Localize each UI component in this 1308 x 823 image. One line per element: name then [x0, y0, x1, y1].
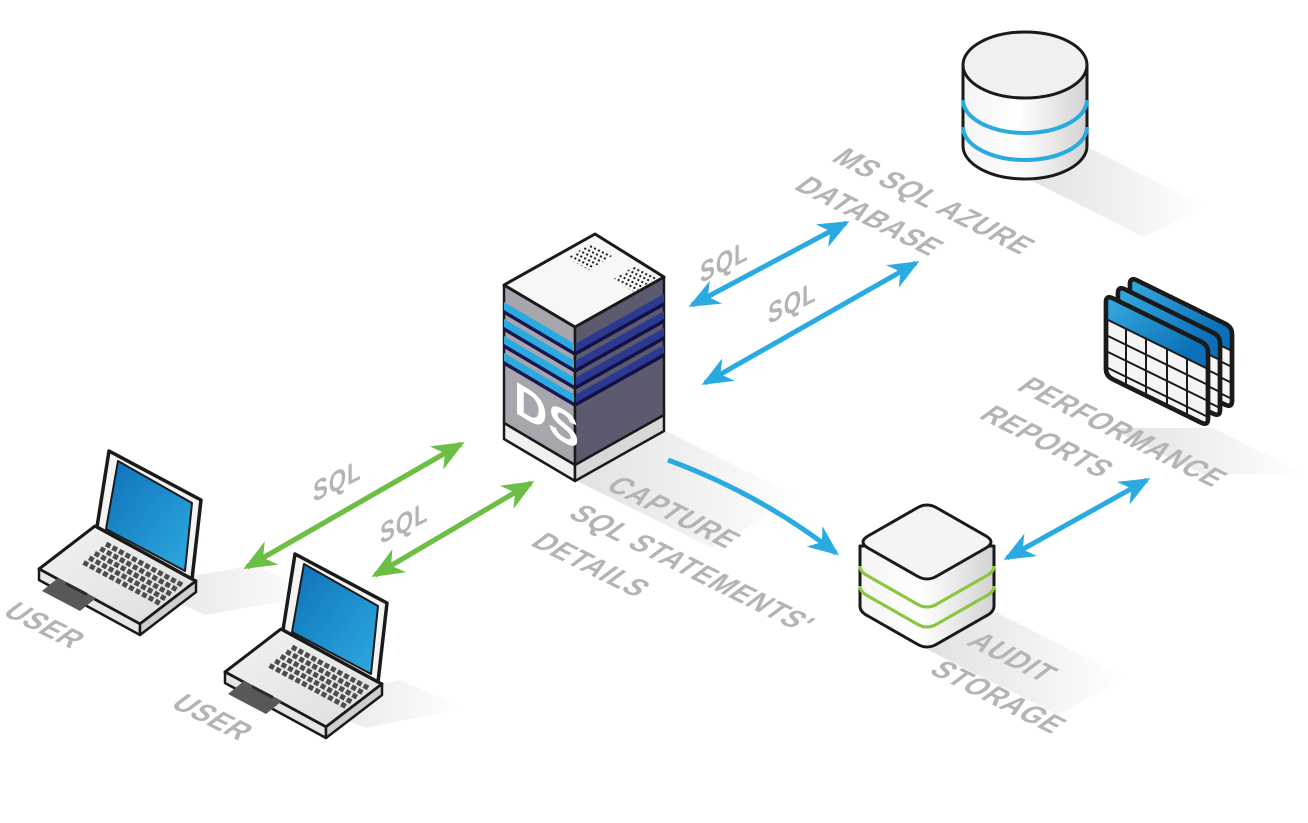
- audit-storage: [858, 503, 996, 649]
- arrow-user2-ds: [371, 480, 535, 578]
- connections: [243, 220, 1151, 578]
- server-vent-icon: [612, 266, 657, 292]
- ds-server: DS: [502, 232, 666, 483]
- server-vent-icon: [567, 244, 612, 270]
- arrow-audit-reports: [1003, 477, 1151, 561]
- user-laptop-1: [39, 451, 201, 635]
- arrow-ds-db-2: [701, 260, 920, 386]
- arrow-ds-audit: [667, 457, 840, 556]
- arrow-user1-ds: [243, 441, 465, 570]
- performance-reports: [1106, 279, 1232, 423]
- ms-sql-azure-database: [961, 30, 1089, 181]
